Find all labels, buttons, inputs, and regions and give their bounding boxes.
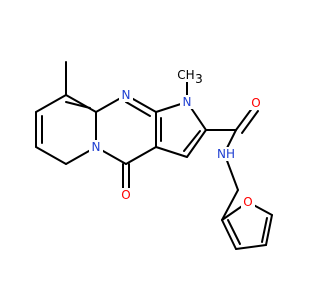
- atom-labels: N N CH 3 N O O NH O: [89, 68, 263, 209]
- bond: [186, 129, 207, 158]
- bond: [225, 157, 239, 191]
- bond: [227, 219, 241, 245]
- atom-methyl-subscript: 3: [195, 72, 203, 86]
- bond: [125, 101, 151, 117]
- atom-amide-o: O: [251, 96, 260, 110]
- bond: [221, 219, 237, 250]
- bond: [65, 101, 91, 109]
- molecule-structure: N N CH 3 N O O NH O: [35, 61, 273, 250]
- atom-ketone-o: O: [121, 188, 130, 202]
- bond: [235, 244, 267, 250]
- bond: [35, 94, 67, 113]
- bond: [221, 189, 239, 221]
- atom-bridge-n: N: [92, 140, 101, 154]
- bond: [183, 130, 201, 152]
- bond: [235, 106, 254, 131]
- atom-furan-o: O: [243, 195, 252, 209]
- bond: [225, 129, 237, 151]
- bond: [35, 146, 67, 165]
- atom-methyl-label: CH: [177, 68, 194, 82]
- atom-pyrrole-n-methyl: CH 3: [176, 68, 203, 86]
- bond: [125, 146, 157, 165]
- atom-ring-n-top: N: [122, 88, 131, 102]
- bond: [65, 94, 97, 113]
- bond: [261, 217, 268, 243]
- atom-amide-nh: NH: [217, 147, 235, 161]
- bond: [241, 110, 259, 134]
- bond: [265, 214, 273, 246]
- atom-pyrrole-n: N: [183, 95, 192, 109]
- bond: [155, 146, 188, 158]
